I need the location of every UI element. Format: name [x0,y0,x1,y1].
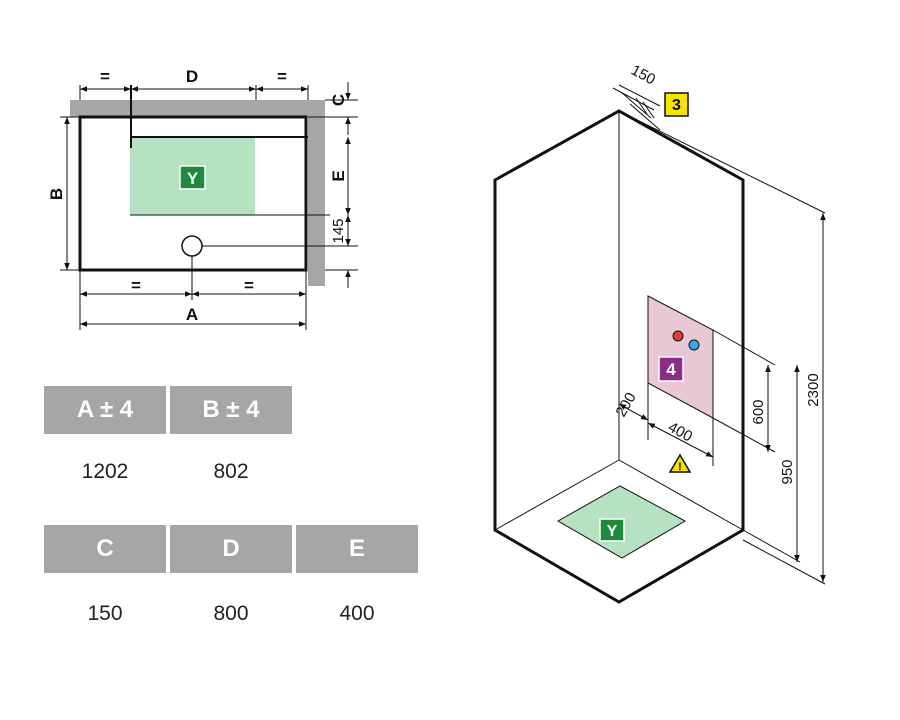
table2-value-c: 150 [87,602,123,625]
table2-value-d: 800 [213,602,249,625]
callout-3-label: 3 [672,97,681,114]
warning-icon [668,453,692,473]
drain-icon [181,235,203,257]
back-wall [70,100,308,117]
dim-e-label: E [329,170,348,181]
zone-label: Y [187,169,199,188]
table2-value-e: 400 [339,602,375,625]
table2-header-c: C [44,525,166,573]
table2-header-d: D [170,525,292,573]
table1-value-b: 802 [213,460,249,483]
hot-water-dot [672,330,684,342]
dim-b-label: B [47,188,66,200]
callout-4-box [658,356,684,382]
table1-value-a: 1202 [81,460,129,483]
dim-eq-right: = [277,67,287,86]
dim-a-label: A [186,305,198,324]
callout-3-box [664,92,689,117]
floor-zone-label-box [599,518,625,542]
isometric-view: Y 4 200 400 600 950 2300 150 [493,62,826,604]
callout-4-label: 4 [666,360,676,379]
dim-145-label: 145 [330,218,347,243]
dim-eq-bottom-left: = [131,276,141,295]
side-wall [308,100,325,286]
dim-d-label: D [186,67,198,86]
table1-header-a: A ± 4 [44,386,166,434]
table1-header-b: B ± 4 [170,386,292,434]
dim-600-label: 600 [750,399,767,424]
dim-eq-bottom-right: = [244,276,254,295]
dim-c-label: C [329,94,348,106]
dim-2300-label: 2300 [805,373,822,406]
dim-eq-left: = [100,67,110,86]
dim-950-label: 950 [779,459,796,484]
dim-150-label: 150 [628,62,658,89]
cold-water-dot [688,339,700,351]
plan-view: Y = D = B C E 145 [47,67,358,330]
warning-mark: ! [678,461,682,473]
table2-header-e: E [296,525,418,573]
floor-zone-label: Y [607,523,618,540]
zone-label-box [179,165,206,190]
